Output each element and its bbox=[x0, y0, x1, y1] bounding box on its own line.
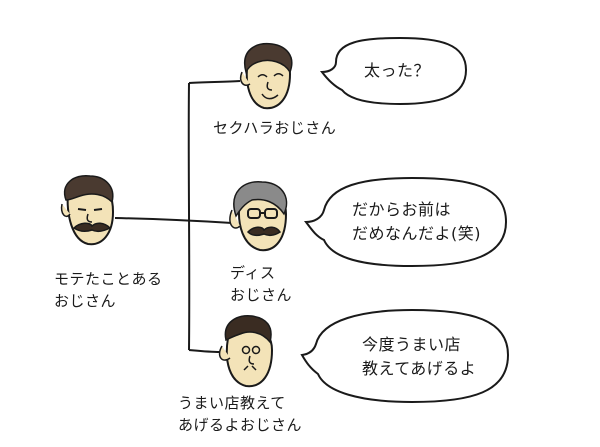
sekuhara-ojisan-label: セクハラおじさん bbox=[213, 119, 337, 137]
connector-branch-top bbox=[188, 80, 241, 84]
speech-text-sekuhara: 太った？ bbox=[364, 61, 431, 80]
sekuhara-ojisan-face bbox=[239, 42, 293, 110]
speech-text-umai: 今度うまい店 教えてあげるよ bbox=[362, 335, 477, 378]
connector-branch-bottom bbox=[188, 349, 221, 353]
connector-main-horizontal bbox=[114, 217, 233, 224]
connector-vertical-trunk bbox=[187, 82, 191, 351]
speech-bubble-umai bbox=[300, 308, 510, 404]
mote-ojisan-face bbox=[60, 175, 115, 246]
speech-bubble-sekuhara bbox=[320, 36, 468, 106]
mote-ojisan-label: モテたことある おじさん bbox=[54, 270, 163, 310]
dis-ojisan-label: ディス おじさん bbox=[230, 264, 293, 304]
umai-ojisan-face bbox=[218, 314, 274, 388]
speech-bubble-dis bbox=[304, 176, 508, 268]
dis-ojisan-face bbox=[229, 181, 288, 252]
speech-text-dis: だからお前は だめなんだよ(笑) bbox=[352, 200, 481, 243]
umai-ojisan-label: うまい店教えて あげるよおじさん bbox=[178, 394, 303, 434]
